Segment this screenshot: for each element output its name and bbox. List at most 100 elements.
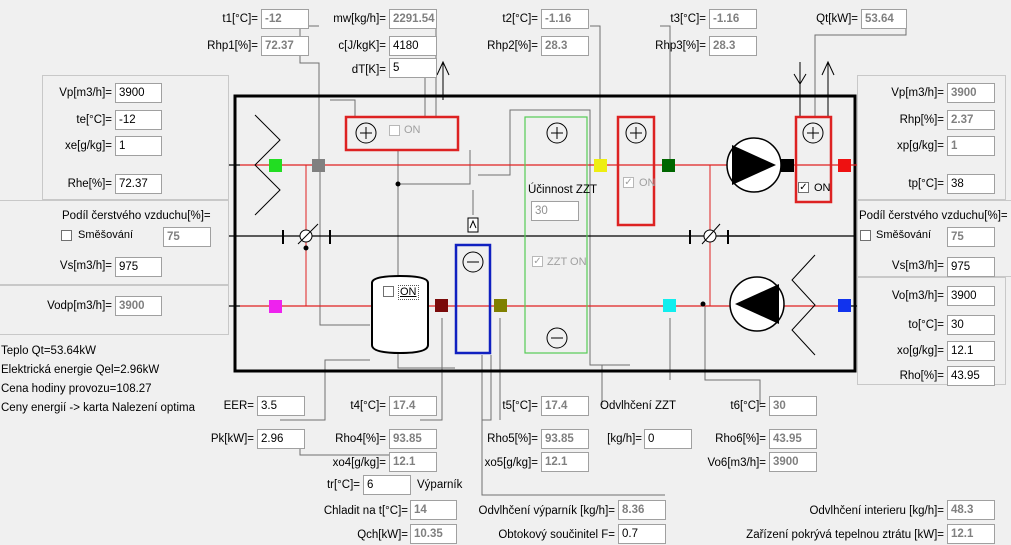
t5-label: t5[°C]= xyxy=(502,400,538,412)
tr-label: tr[°C]= xyxy=(326,479,360,491)
tp-input[interactable]: 38 xyxy=(947,174,995,194)
chladit-field: 14 xyxy=(410,500,457,520)
vs-label: Vs[m3/h]= xyxy=(59,260,112,272)
vp-label: Vp[m3/h]= xyxy=(59,87,112,99)
rho-input[interactable]: 43.95 xyxy=(947,366,995,386)
xp-field: 1 xyxy=(947,136,995,156)
vs-right-label: Vs[m3/h]= xyxy=(891,260,944,272)
qt-field: 53.64 xyxy=(861,9,907,29)
mixing-label: Směšování xyxy=(78,229,134,241)
pk-label: Pk[kW]= xyxy=(210,433,254,445)
xp-label: xp[g/kg]= xyxy=(897,140,944,152)
t1-label: t1[°C]= xyxy=(222,13,258,25)
xo-input[interactable]: 12.1 xyxy=(947,341,995,361)
pk-input[interactable]: 2.96 xyxy=(257,429,305,449)
rho5-field: 93.85 xyxy=(541,429,589,449)
t6-field: 30 xyxy=(769,396,817,416)
eer-label: EER= xyxy=(223,400,254,412)
kgh-field[interactable]: 0 xyxy=(644,429,692,449)
summary-prices-link: Ceny energií -> karta Nalezení optima xyxy=(1,402,196,414)
rhp1-label: Rhp1[%]= xyxy=(207,40,258,52)
vp-out-field: 3900 xyxy=(947,83,995,103)
xo4-field: 12.1 xyxy=(389,452,437,472)
cooler-on-checkbox[interactable]: ✓ xyxy=(623,177,634,188)
rhp-field: 2.37 xyxy=(947,110,995,130)
vo-label: Vo[m3/h]= xyxy=(891,290,944,302)
t2-field: -1.16 xyxy=(541,9,589,29)
xo5-field: 12.1 xyxy=(541,452,589,472)
rhe-label: Rhe[%]= xyxy=(67,178,112,190)
t4-label: t4[°C]= xyxy=(350,400,386,412)
rhp1-field: 72.37 xyxy=(261,36,309,56)
heater1-on-checkbox[interactable] xyxy=(389,125,400,136)
obtok-input[interactable]: 0.7 xyxy=(618,524,666,544)
vo-input[interactable]: 3900 xyxy=(947,286,995,306)
vodp-label: Vodp[m3/h]= xyxy=(47,300,112,312)
rhp3-label: Rhp3[%]= xyxy=(655,40,706,52)
zzt-on-checkbox[interactable]: ✓ xyxy=(532,256,543,267)
heater2-on-label: ON xyxy=(814,182,831,194)
vyparnik-label: Výparník xyxy=(417,479,463,491)
xe-input[interactable]: 1 xyxy=(115,136,162,156)
qch-label: Qch[kW]= xyxy=(357,529,408,541)
to-input[interactable]: 30 xyxy=(947,315,995,335)
xo5-label: xo5[g/kg]= xyxy=(484,457,538,469)
t3-label: t3[°C]= xyxy=(670,13,706,25)
xe-label: xe[g/kg]= xyxy=(65,140,112,152)
vp-input[interactable]: 3900 xyxy=(115,83,162,103)
odvlh-zzt-label: Odvlhčení ZZT xyxy=(600,400,677,412)
t3-field: -1.16 xyxy=(709,9,757,29)
qch-field: 10.35 xyxy=(410,524,457,544)
vs-right-input[interactable]: 975 xyxy=(947,257,995,277)
zarizeni-label: Zařízení pokrývá tepelnou ztrátu [kW]= xyxy=(746,529,944,541)
mixing-checkbox[interactable] xyxy=(61,230,72,241)
rhp-label: Rhp[%]= xyxy=(899,114,944,126)
odvlh-vyp-label: Odvlhčení výparník [kg/h]= xyxy=(478,505,615,517)
rhp2-label: Rhp2[%]= xyxy=(487,40,538,52)
rho6-field: 43.95 xyxy=(769,429,817,449)
condenser-on-checkbox[interactable] xyxy=(383,286,394,297)
t1-field: -12 xyxy=(261,9,309,29)
c-input[interactable]: 4180 xyxy=(389,36,437,56)
cooler-on-label: ON xyxy=(639,177,656,189)
rho4-field: 93.85 xyxy=(389,429,437,449)
dt-input[interactable]: 5 xyxy=(389,58,437,78)
vodp-field: 3900 xyxy=(115,296,162,316)
zzt-on-label: ZZT ON xyxy=(547,256,587,268)
zarizeni-field: 12.1 xyxy=(947,524,995,544)
tr-input[interactable]: 6 xyxy=(363,475,411,495)
fresh-air-label: Podíl čerstvého vzduchu[%]= xyxy=(62,210,211,222)
odvlh-int-field: 48.3 xyxy=(947,500,995,520)
rhp3-field: 28.3 xyxy=(709,36,757,56)
fresh-air-right-field: 75 xyxy=(947,227,995,247)
summary-heat: Teplo Qt=53.64kW xyxy=(1,345,96,357)
to-label: to[°C]= xyxy=(908,319,944,331)
zzt-efficiency-label: Účinnost ZZT xyxy=(528,184,598,196)
chladit-label: Chladit na t[°C]= xyxy=(323,505,408,517)
rhe-input[interactable]: 72.37 xyxy=(115,174,162,194)
summary-cost: Cena hodiny provozu=108.27 xyxy=(1,383,152,395)
xo4-label: xo4[g/kg]= xyxy=(332,457,386,469)
t4-field: 17.4 xyxy=(389,396,437,416)
obtok-label: Obtokový součinitel F= xyxy=(498,529,615,541)
t5-field: 17.4 xyxy=(541,396,589,416)
vs-input[interactable]: 975 xyxy=(115,257,162,277)
mixing-right-checkbox[interactable] xyxy=(860,230,871,241)
rho5-label: Rho5[%]= xyxy=(487,433,538,445)
eer-input[interactable]: 3.5 xyxy=(257,396,305,416)
tp-label: tp[°C]= xyxy=(908,178,944,190)
heater2-on-checkbox[interactable]: ✓ xyxy=(798,182,809,193)
kgh-label: [kg/h]= xyxy=(607,433,642,445)
fresh-air-field: 75 xyxy=(163,227,211,247)
vp-out-label: Vp[m3/h]= xyxy=(891,87,944,99)
left-panel-exhaust xyxy=(0,285,229,335)
c-label: c[J/kgK]= xyxy=(338,40,386,52)
xo-label: xo[g/kg]= xyxy=(897,345,944,357)
t6-label: t6[°C]= xyxy=(730,400,766,412)
vo6-label: Vo6[m3/h]= xyxy=(707,457,767,469)
dt-label: dT[K]= xyxy=(351,64,386,76)
zzt-efficiency-field: 30 xyxy=(531,201,579,221)
left-panel-mixing xyxy=(0,200,229,285)
qt-label: Qt[kW]= xyxy=(816,13,858,25)
te-input[interactable]: -12 xyxy=(115,110,162,130)
